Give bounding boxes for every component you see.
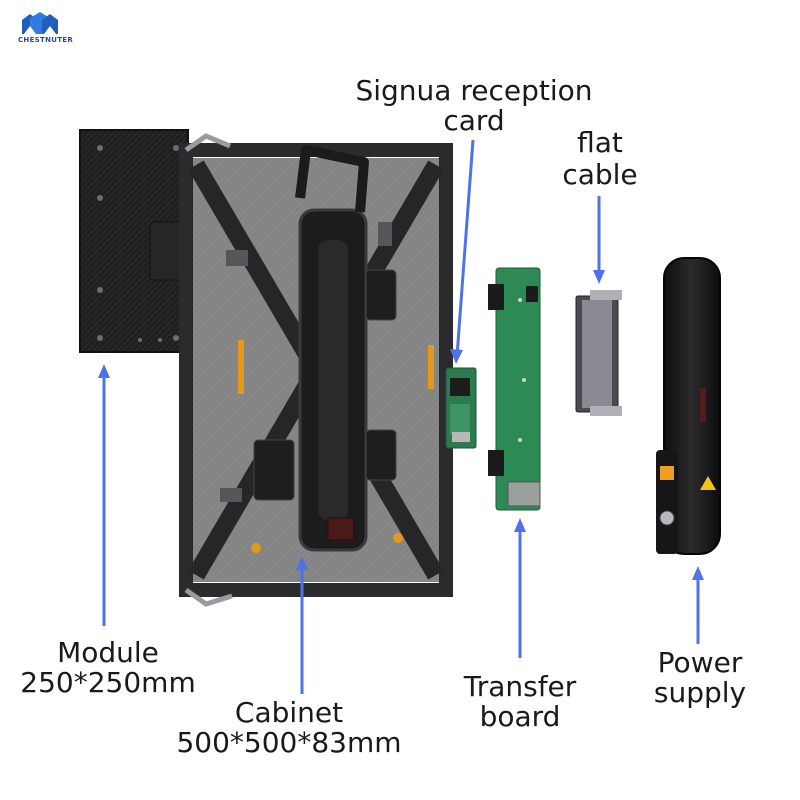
label-power-supply-line2: supply	[653, 676, 747, 709]
label-signal-card-line1: Signua reception	[355, 74, 593, 107]
transfer-board	[488, 267, 541, 511]
signal-reception-card	[445, 367, 477, 449]
label-cabinet-line2: 500*500*83mm	[176, 726, 402, 759]
label-power-supply-line1: Power	[657, 646, 743, 679]
power-supply	[656, 257, 721, 555]
arrow-transfer-board	[514, 518, 526, 658]
brand-name: CHESTNUTER	[18, 36, 74, 44]
label-module-line2: 250*250mm	[20, 666, 196, 699]
label-flat-cable-line2: cable	[562, 158, 638, 191]
flat-cable	[575, 290, 622, 416]
cabinet-frame	[179, 133, 453, 607]
label-module-line1: Module	[57, 636, 159, 669]
arrow-module	[98, 364, 110, 626]
label-signal-card-line2: card	[443, 104, 505, 137]
arrow-flat-cable	[593, 196, 605, 284]
label-transfer-board-line1: Transfer	[463, 670, 577, 703]
arrow-cabinet	[296, 556, 308, 694]
label-flat-cable-line1: flat	[577, 126, 623, 159]
brand-logo	[22, 12, 58, 34]
label-transfer-board-line2: board	[479, 700, 561, 733]
arrow-power-supply	[692, 566, 704, 644]
arrow-signal-card	[450, 139, 475, 364]
led-module	[79, 129, 189, 353]
pointer-arrows	[98, 139, 704, 694]
label-cabinet-line1: Cabinet	[234, 696, 344, 729]
